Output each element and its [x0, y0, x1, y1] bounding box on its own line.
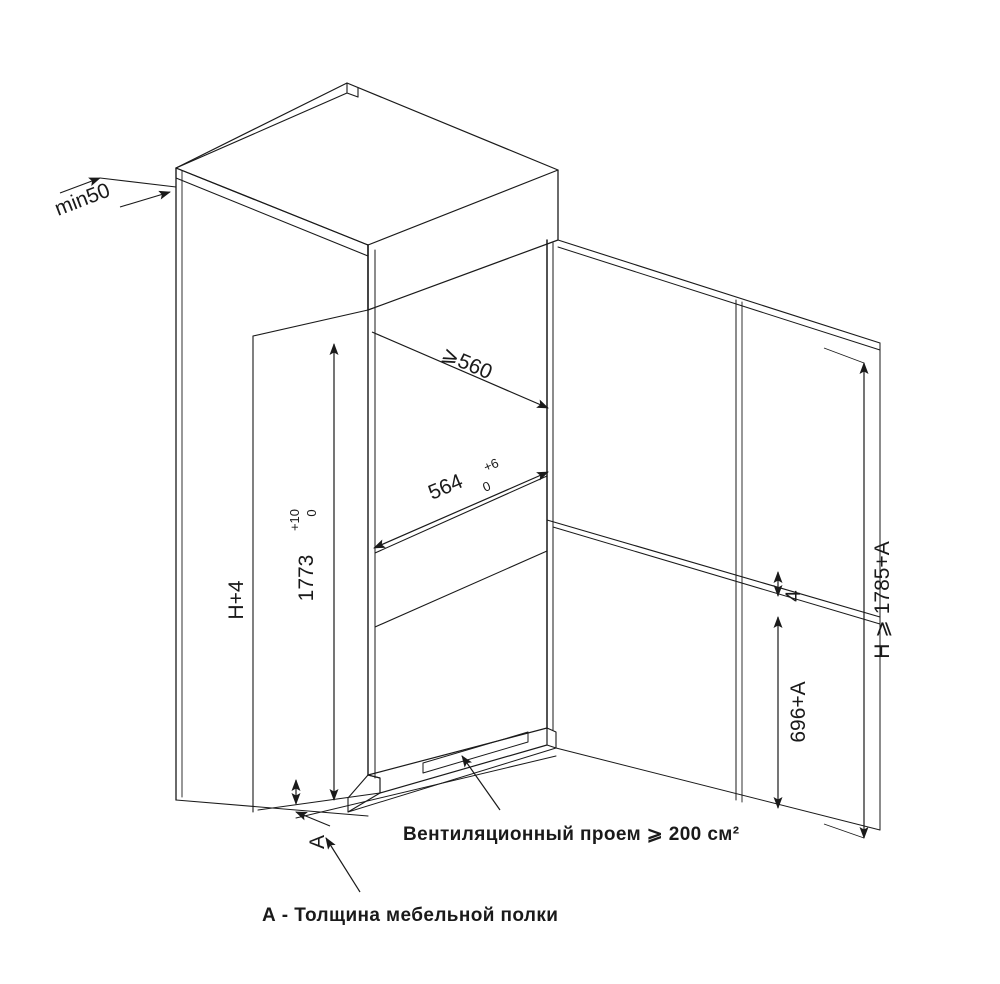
dim-h-plus-4: H+4 [225, 580, 248, 619]
dim-niche-height-tol-upper: +10 [287, 509, 302, 531]
dim-niche-width-label: 564 [425, 470, 467, 505]
door-panels [546, 239, 881, 831]
dim-niche-width-tol-lower: 0 [480, 478, 493, 495]
cabinet-top-panel [175, 82, 559, 311]
cabinet-base-plinth [257, 727, 557, 819]
dim-niche-width-tol-upper: +6 [481, 455, 501, 475]
dim-door-gap-label: 4 [782, 590, 805, 602]
leader-ventilation [461, 755, 501, 811]
dim-total-height-label: H ⩾ 1785+A [871, 541, 894, 658]
dimension-annotations: min50 H+4 1773 +10 0 ⩾560 56 [52, 168, 894, 893]
dim-niche-depth: ⩾560 [371, 331, 549, 409]
dim-niche-height-label: 1773 [295, 555, 318, 602]
dim-h-plus-4-label: H+4 [225, 580, 248, 619]
cabinet-geometry [175, 82, 881, 831]
carcass-front-left-post [367, 244, 376, 779]
carcass-right-post [546, 239, 554, 731]
dim-niche-depth-label: ⩾560 [438, 342, 495, 384]
dim-shelf-thickness-label: A [306, 835, 329, 849]
dim-door-gap: 4 [773, 571, 805, 602]
leader-shelf-legend [325, 837, 361, 893]
dim-lower-door-height-label: 696+A [787, 681, 810, 742]
dim-niche-height: 1773 +10 0 [287, 343, 339, 801]
dim-niche-width: 564 +6 0 [373, 455, 549, 549]
dim-niche-height-tol-lower: 0 [304, 509, 319, 516]
dim-lower-door-height: 696+A [773, 616, 810, 809]
dim-min50: min50 [52, 168, 177, 221]
interior-panel-lines [374, 475, 548, 628]
ventilation-caption: Вентиляционный проем ⩾ 200 см² [403, 824, 739, 845]
dim-total-height: H ⩾ 1785+A [823, 347, 894, 839]
left-side-panel [175, 167, 369, 817]
shelf-legend-caption: А - Толщина мебельной полки [262, 905, 558, 926]
dim-shelf-thickness: A [291, 779, 331, 849]
